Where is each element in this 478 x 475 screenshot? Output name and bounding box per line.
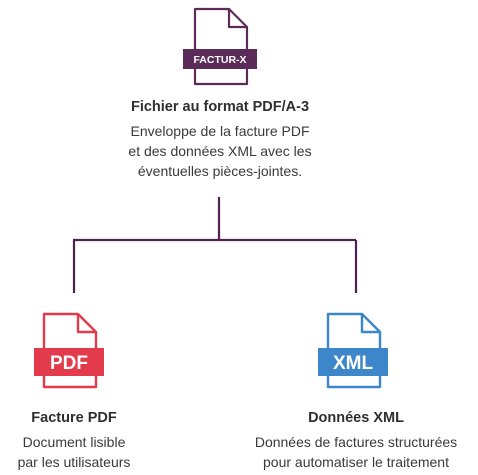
pdf-title: Facture PDF [31,410,117,426]
root-description: Enveloppe de la facture PDF et des donné… [0,121,440,181]
xml-title: Données XML [308,410,404,426]
pdf-badge-label: PDF [50,353,88,374]
pdf-description: Document lisible par les utilisateurs [0,432,148,472]
xml-badge-label: XML [333,353,374,374]
root-description-line: et des données XML avec les [128,143,312,159]
pdf-description-line: Document lisible [22,434,126,450]
pdf-file-icon: PDF [34,312,104,389]
root-description-line: Enveloppe de la facture PDF [130,123,310,139]
xml-description: Données de factures structurées pour aut… [238,432,474,472]
xml-file-icon: XML [318,312,388,389]
root-badge-label: FACTUR-X [193,54,246,66]
pdf-description-line: par les utilisateurs [17,454,131,470]
root-title: Fichier au format PDF/A-3 [130,99,310,115]
xml-description-line: Données de factures structurées [254,434,458,450]
document-icon: FACTUR-X [183,7,257,86]
xml-description-line: pour automatiser le traitement [263,454,449,470]
root-description-line: éventuelles pièces-jointes. [137,163,303,179]
